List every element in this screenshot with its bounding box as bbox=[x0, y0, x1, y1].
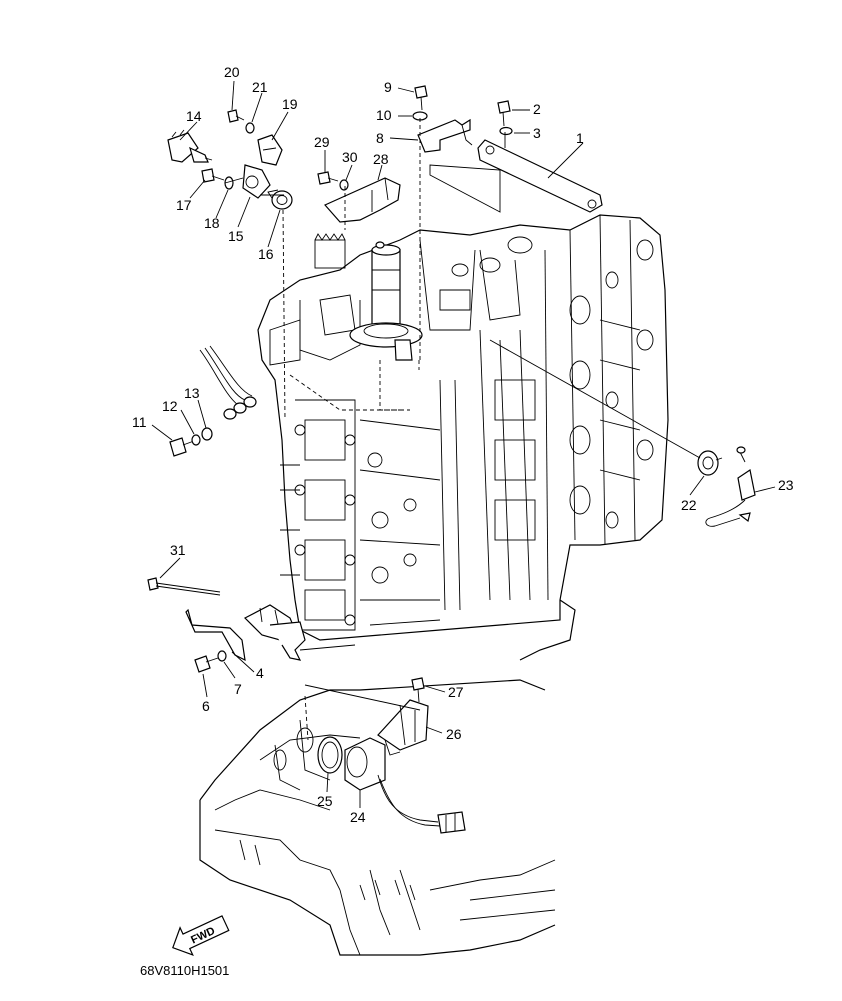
callout-20: 20 bbox=[224, 64, 240, 80]
part-27-bolt bbox=[411, 677, 425, 703]
callout-1: 1 bbox=[576, 130, 584, 146]
callout-31: 31 bbox=[170, 542, 186, 558]
callout-12: 12 bbox=[162, 398, 178, 414]
part-17-bolt bbox=[201, 168, 225, 183]
leader-lines bbox=[151, 80, 776, 808]
callout-15: 15 bbox=[228, 228, 244, 244]
callout-9: 9 bbox=[384, 79, 392, 95]
ground-wires bbox=[199, 345, 257, 420]
part-12-washer bbox=[191, 434, 201, 446]
part-24-unit bbox=[344, 737, 466, 834]
part-4-bracket bbox=[185, 604, 306, 662]
engine-block bbox=[257, 214, 669, 661]
part-19-clamp bbox=[257, 134, 283, 166]
callout-7: 7 bbox=[234, 681, 242, 697]
callout-3: 3 bbox=[533, 125, 541, 141]
part-30-washer bbox=[339, 179, 349, 191]
assembly-lines bbox=[224, 118, 701, 741]
callout-22: 22 bbox=[681, 497, 697, 513]
callout-26: 26 bbox=[446, 726, 462, 742]
callout-24: 24 bbox=[350, 809, 366, 825]
callout-21: 21 bbox=[252, 79, 268, 95]
fwd-label: FWD bbox=[189, 925, 217, 946]
part-31-cable-tie bbox=[147, 577, 221, 596]
part-7-washer bbox=[217, 650, 227, 662]
part-11-bolt bbox=[169, 437, 195, 457]
callout-17: 17 bbox=[176, 197, 192, 213]
callout-28: 28 bbox=[373, 151, 389, 167]
part-3-washer bbox=[499, 126, 513, 136]
callout-16: 16 bbox=[258, 246, 274, 262]
part-29-bolt bbox=[317, 171, 339, 185]
callout-25: 25 bbox=[317, 793, 333, 809]
part-14-sensor bbox=[167, 129, 213, 163]
part-13-washer bbox=[201, 427, 213, 441]
diagram-code: 68V8110H1501 bbox=[140, 963, 229, 978]
part-2-bolt bbox=[497, 100, 511, 127]
part-8-bracket bbox=[417, 118, 473, 153]
callout-23: 23 bbox=[778, 477, 794, 493]
callout-18: 18 bbox=[204, 215, 220, 231]
callout-4: 4 bbox=[256, 665, 264, 681]
part-26-bracket bbox=[377, 699, 429, 756]
callout-10: 10 bbox=[376, 107, 392, 123]
part-23-cap bbox=[705, 446, 756, 527]
part-22-sender bbox=[697, 450, 723, 476]
fwd-arrow: FWD bbox=[172, 915, 230, 956]
callout-27: 27 bbox=[448, 684, 464, 700]
part-6-bolt bbox=[194, 655, 219, 673]
callout-6: 6 bbox=[202, 698, 210, 714]
callout-19: 19 bbox=[282, 96, 298, 112]
part-21-washer bbox=[245, 122, 255, 134]
callout-30: 30 bbox=[342, 149, 358, 165]
part-20-bolt bbox=[227, 109, 245, 123]
part-28-bracket bbox=[324, 177, 401, 223]
bottom-cowling bbox=[199, 679, 556, 956]
callout-13: 13 bbox=[184, 385, 200, 401]
part-9-bolt bbox=[414, 85, 428, 111]
callout-11: 11 bbox=[132, 414, 147, 430]
callout-29: 29 bbox=[314, 134, 330, 150]
part-16-collar bbox=[267, 189, 293, 210]
part-15-grommet bbox=[242, 164, 271, 199]
callout-14: 14 bbox=[186, 108, 202, 124]
part-1-bracket bbox=[477, 139, 603, 213]
callout-8: 8 bbox=[376, 130, 384, 146]
callout-2: 2 bbox=[533, 101, 541, 117]
callout-labels: 1 2 3 4 6 7 8 9 10 11 12 13 14 15 16 17 … bbox=[132, 64, 794, 825]
